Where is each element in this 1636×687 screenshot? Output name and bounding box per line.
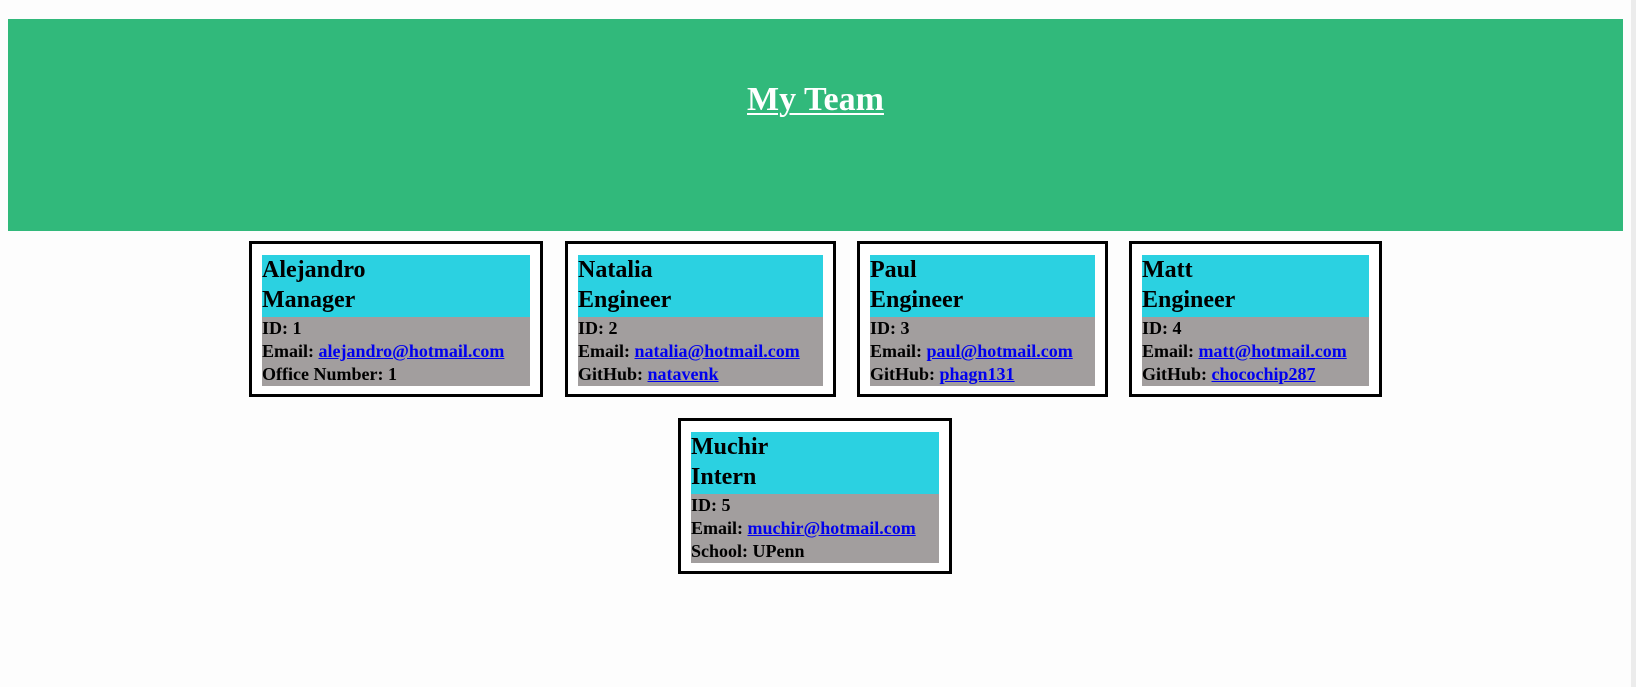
id-label: ID: [262,318,288,338]
employee-card-engineer: Paul Engineer ID: 3 Email: paul@hotmail.… [857,241,1108,397]
employee-name: Alejandro [262,257,366,283]
card-header: Alejandro Manager [262,255,530,317]
employee-id-row: ID: 2 [578,317,823,340]
id-label: ID: [578,318,604,338]
employee-name: Muchir [691,434,769,460]
employee-role: Engineer [578,287,672,313]
employee-id-row: ID: 1 [262,317,530,340]
employee-id-row: ID: 3 [870,317,1095,340]
employee-role: Manager [262,287,356,313]
card-details: ID: 4 Email: matt@hotmail.com GitHub: ch… [1142,317,1369,386]
card-details: ID: 5 Email: muchir@hotmail.com School: … [691,494,939,563]
employee-email-row: Email: natalia@hotmail.com [578,340,823,363]
github-row: GitHub: phagn131 [870,363,1095,386]
employee-email-row: Email: matt@hotmail.com [1142,340,1369,363]
email-label: Email: [262,341,314,361]
school-name: UPenn [752,541,805,561]
card-header: Muchir Intern [691,432,939,494]
github-label: GitHub: [1142,364,1208,384]
employee-role: Intern [691,464,757,490]
page-title: My Team [747,81,884,118]
card-header: Paul Engineer [870,255,1095,317]
employee-name: Matt [1142,257,1193,283]
school-row: School: UPenn [691,540,939,563]
email-link[interactable]: muchir@hotmail.com [747,518,916,538]
office-number: 1 [387,364,397,384]
email-link[interactable]: matt@hotmail.com [1198,341,1347,361]
card-details: ID: 1 Email: alejandro@hotmail.com Offic… [262,317,530,386]
scrollbar-track[interactable] [1631,0,1636,687]
email-label: Email: [870,341,922,361]
employee-id: 2 [608,318,618,338]
card-details: ID: 2 Email: natalia@hotmail.com GitHub:… [578,317,823,386]
office-number-row: Office Number: 1 [262,363,530,386]
email-label: Email: [691,518,743,538]
github-link[interactable]: phagn131 [939,364,1015,384]
email-label: Email: [1142,341,1194,361]
github-label: GitHub: [870,364,936,384]
card-header: Matt Engineer [1142,255,1369,317]
employee-card-engineer: Natalia Engineer ID: 2 Email: natalia@ho… [565,241,836,397]
employee-role: Engineer [870,287,964,313]
email-link[interactable]: alejandro@hotmail.com [318,341,505,361]
email-label: Email: [578,341,630,361]
employee-name: Natalia [578,257,653,283]
github-label: GitHub: [578,364,644,384]
employee-id-row: ID: 4 [1142,317,1369,340]
id-label: ID: [691,495,717,515]
employee-email-row: Email: alejandro@hotmail.com [262,340,530,363]
school-label: School: [691,541,749,561]
employee-id: 3 [900,318,910,338]
employee-email-row: Email: paul@hotmail.com [870,340,1095,363]
employee-role: Engineer [1142,287,1236,313]
github-row: GitHub: natavenk [578,363,823,386]
employee-id: 5 [721,495,731,515]
github-link[interactable]: natavenk [647,364,719,384]
employee-card-manager: Alejandro Manager ID: 1 Email: alejandro… [249,241,543,397]
employee-id: 1 [292,318,302,338]
team-header: My Team [8,19,1623,231]
employee-name: Paul [870,257,917,283]
employee-id: 4 [1172,318,1182,338]
card-details: ID: 3 Email: paul@hotmail.com GitHub: ph… [870,317,1095,386]
email-link[interactable]: natalia@hotmail.com [634,341,800,361]
github-row: GitHub: chocochip287 [1142,363,1369,386]
employee-card-intern: Muchir Intern ID: 5 Email: muchir@hotmai… [678,418,952,574]
employee-card-engineer: Matt Engineer ID: 4 Email: matt@hotmail.… [1129,241,1382,397]
id-label: ID: [1142,318,1168,338]
card-header: Natalia Engineer [578,255,823,317]
id-label: ID: [870,318,896,338]
office-number-label: Office Number: [262,364,384,384]
email-link[interactable]: paul@hotmail.com [926,341,1073,361]
employee-id-row: ID: 5 [691,494,939,517]
github-link[interactable]: chocochip287 [1211,364,1316,384]
employee-email-row: Email: muchir@hotmail.com [691,517,939,540]
